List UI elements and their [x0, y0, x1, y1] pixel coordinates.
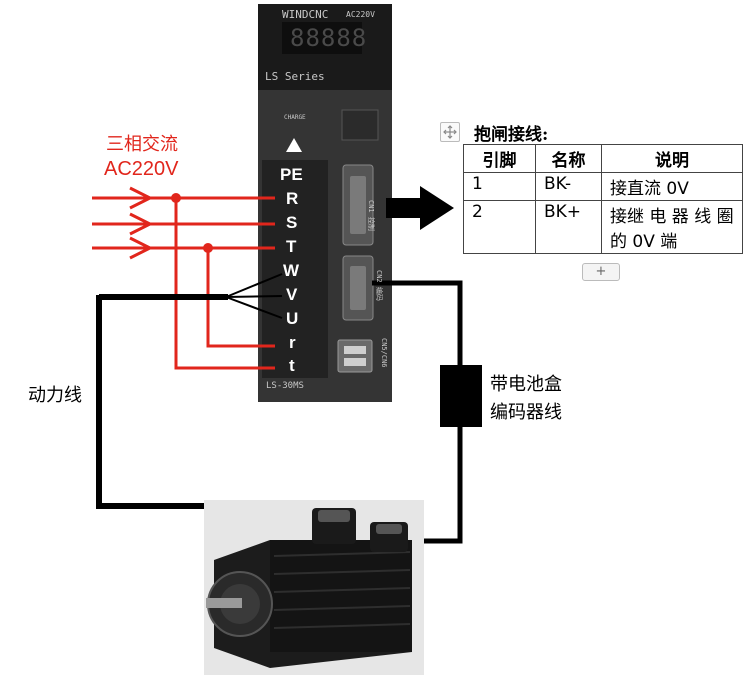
brake-table-title: 抱闸接线: [474, 125, 549, 145]
terminal-w: W [283, 261, 300, 280]
cn1-port-label: CN1 控制 [367, 200, 375, 231]
supply-label: 三相交流 [106, 134, 178, 155]
column-header-name: 名称 [535, 144, 602, 173]
terminal-pe: PE [280, 165, 303, 184]
drive-display: 88888 [290, 24, 368, 52]
terminal-r-lower: r [289, 333, 296, 352]
table-cell: 接继 电 器 线 圈的 0V 端 [601, 200, 743, 254]
arrow-right-icon [386, 186, 454, 230]
add-row-button[interactable]: + [582, 263, 620, 281]
column-header-description: 说明 [601, 144, 743, 173]
terminal-t-lower: t [289, 356, 295, 375]
table-cell: 1 [463, 172, 536, 201]
battery-box [440, 365, 482, 427]
junction-dot [203, 243, 213, 253]
charge-label: CHARGE [284, 114, 306, 121]
table-cell: 2 [463, 200, 536, 254]
table-row: 2 BK+ 接继 电 器 线 圈的 0V 端 [463, 200, 743, 254]
cn5-cn6-port-label: CN5/CN6 [380, 338, 388, 368]
encoder-cable-label-line2: 编码器线 [490, 402, 562, 423]
table-row: 1 BK- 接直流 0V [463, 172, 743, 201]
column-header-pin: 引脚 [463, 144, 536, 173]
brake-wiring-table: 引脚 名称 说明 1 BK- 接直流 0V 2 BK+ 接继 电 器 线 圈的 … [463, 144, 743, 254]
cn5-cn6-port [337, 339, 373, 373]
terminal-t: T [286, 237, 297, 256]
power-cable-label: 动力线 [28, 385, 82, 406]
triangle-up-icon [286, 138, 302, 152]
table-cell: BK+ [535, 200, 602, 254]
terminal-r: R [286, 189, 299, 208]
move-handle[interactable] [440, 122, 460, 142]
cn2-port-label: CN2 编码 [375, 270, 383, 301]
drive-voltage-badge: AC220V [346, 10, 375, 19]
terminal-v: V [286, 285, 298, 304]
table-cell: 接直流 0V [601, 172, 743, 201]
drive-series: LS Series [265, 70, 325, 83]
table-cell: BK- [535, 172, 602, 201]
terminal-s: S [286, 213, 298, 232]
drive-model: LS-30MS [266, 381, 304, 391]
servo-motor [204, 500, 424, 675]
supply-wires [92, 186, 275, 370]
servo-drive [258, 4, 392, 402]
supply-voltage: AC220V [104, 158, 179, 180]
drive-brand: WINDCNC [282, 8, 329, 21]
move-icon [443, 125, 457, 139]
encoder-cable-label-line1: 带电池盒 [490, 374, 562, 395]
junction-dot [171, 193, 181, 203]
terminal-u: U [286, 309, 299, 328]
